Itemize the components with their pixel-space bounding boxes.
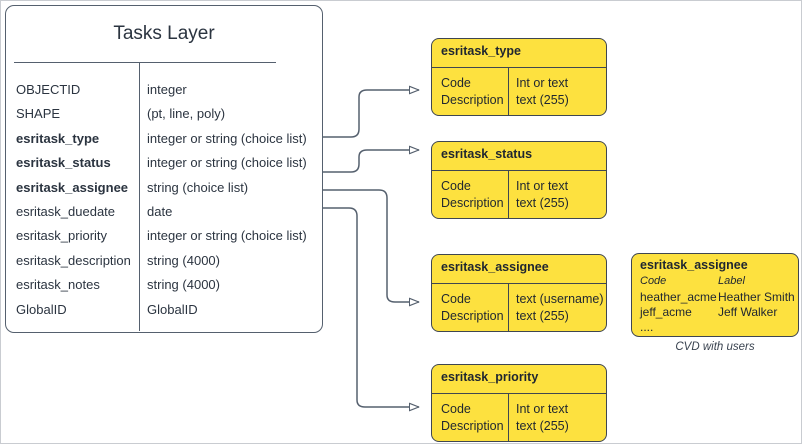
field-name: esritask_duedate (16, 203, 116, 219)
tasks-layer-entity: Tasks Layer OBJECTID integer SHAPE (pt, … (5, 5, 323, 333)
domain-left-line-2: Description (441, 309, 504, 323)
field-row-esritask-notes: esritask_notes string (4000) (6, 277, 322, 301)
domain-header-divider (432, 170, 606, 171)
field-type: string (4000) (147, 277, 220, 293)
field-type: integer (147, 82, 187, 97)
cvd-cell-label: Jeff Walker (718, 305, 778, 319)
column-divider (139, 63, 140, 331)
field-row-shape: SHAPE (pt, line, poly) (6, 106, 322, 130)
domain-right-line-1: Int or text (516, 76, 569, 90)
field-row-esritask-assignee: esritask_assignee string (choice list) (6, 180, 322, 204)
field-name: esritask_priority (16, 228, 108, 244)
field-type: integer or string (choice list) (147, 228, 307, 244)
cvd-table: Code Label heather_acme Heather Smith je… (640, 275, 796, 335)
domain-left-line-1: Code (441, 402, 471, 416)
cvd-cell-code: .... (640, 320, 654, 334)
field-type: (pt, line, poly) (147, 106, 226, 122)
cvd-row-ellipsis: .... (640, 320, 796, 335)
field-type: date (147, 203, 173, 219)
domain-left-col: Code Description (441, 291, 504, 325)
domain-right-line-2: text (255) (516, 309, 569, 323)
field-type: string (4000) (147, 252, 220, 268)
domain-left-line-2: Description (441, 196, 504, 210)
field-row-esritask-status: esritask_status integer or string (choic… (6, 155, 322, 179)
domain-right-line-2: text (255) (516, 196, 569, 210)
cvd-header-label: Label (718, 275, 745, 287)
domain-right-line-1: text (username) (516, 292, 604, 306)
domain-left-line-1: Code (441, 179, 471, 193)
cvd-cell-code: heather_acme (640, 290, 717, 304)
field-name: esritask_type (16, 130, 100, 146)
domain-left-line-2: Description (441, 419, 504, 433)
connector-priority (323, 207, 420, 412)
domain-right-line-1: Int or text (516, 179, 569, 193)
domain-left-col: Code Description (441, 75, 504, 109)
domain-right-line-2: text (255) (516, 419, 569, 433)
field-type: string (choice list) (147, 179, 249, 195)
domain-header-divider (432, 283, 606, 284)
domain-header-divider (432, 393, 606, 394)
domain-column-divider (508, 68, 509, 115)
field-type: GlobalID (147, 301, 198, 317)
field-type: integer or string (choice list) (147, 130, 307, 146)
field-name: OBJECTID (16, 82, 81, 97)
field-name: GlobalID (16, 301, 67, 317)
domain-left-col: Code Description (441, 178, 504, 212)
field-row-objectid: OBJECTID integer (6, 82, 322, 106)
domain-right-col: Int or text text (255) (516, 401, 569, 435)
title-divider (14, 62, 276, 63)
field-row-esritask-description: esritask_description string (4000) (6, 253, 322, 277)
connector-assignee (323, 189, 420, 307)
field-row-esritask-duedate: esritask_duedate date (6, 204, 322, 228)
domain-box-esritask-status: esritask_status Code Description Int or … (431, 141, 607, 219)
cvd-cell-code: jeff_acme (640, 305, 692, 319)
domain-right-line-1: Int or text (516, 402, 569, 416)
field-name: SHAPE (16, 106, 61, 122)
field-name: esritask_status (16, 155, 111, 171)
domain-right-col: text (username) text (255) (516, 291, 604, 325)
cvd-header-code: Code (640, 275, 667, 287)
cvd-title: esritask_assignee (640, 258, 748, 272)
field-row-esritask-priority: esritask_priority integer or string (cho… (6, 228, 322, 252)
domain-title: esritask_type (441, 44, 521, 58)
domain-title: esritask_assignee (441, 260, 549, 274)
domain-box-esritask-priority: esritask_priority Code Description Int o… (431, 364, 607, 442)
cvd-header-row: Code Label (640, 275, 796, 290)
domain-left-line-1: Code (441, 76, 471, 90)
domain-header-divider (432, 67, 606, 68)
cvd-caption: CVD with users (675, 341, 755, 353)
domain-left-line-1: Code (441, 292, 471, 306)
domain-column-divider (508, 394, 509, 441)
domain-right-line-2: text (255) (516, 93, 569, 107)
domain-left-line-2: Description (441, 93, 504, 107)
field-name: esritask_description (16, 252, 131, 268)
cvd-cell-label: Heather Smith (718, 290, 795, 304)
field-row-globalid: GlobalID GlobalID (6, 302, 322, 326)
domain-column-divider (508, 171, 509, 218)
field-name: esritask_notes (16, 277, 100, 293)
domain-column-divider (508, 284, 509, 331)
domain-box-esritask-assignee: esritask_assignee Code Description text … (431, 254, 607, 332)
domain-box-esritask-type: esritask_type Code Description Int or te… (431, 38, 607, 116)
domain-left-col: Code Description (441, 401, 504, 435)
domain-right-col: Int or text text (255) (516, 75, 569, 109)
connector-status (323, 145, 420, 173)
field-name: esritask_assignee (16, 179, 129, 195)
tasks-layer-title: Tasks Layer (113, 23, 215, 44)
cvd-row: jeff_acme Jeff Walker (640, 305, 796, 320)
cvd-sample-box: esritask_assignee Code Label heather_acm… (631, 253, 799, 337)
connector-type (323, 85, 420, 138)
domain-title: esritask_status (441, 147, 533, 161)
field-type: integer or string (choice list) (147, 155, 307, 171)
field-list: OBJECTID integer SHAPE (pt, line, poly) … (6, 82, 322, 326)
cvd-row: heather_acme Heather Smith (640, 290, 796, 305)
field-row-esritask-type: esritask_type integer or string (choice … (6, 131, 322, 155)
domain-right-col: Int or text text (255) (516, 178, 569, 212)
domain-title: esritask_priority (441, 370, 539, 384)
